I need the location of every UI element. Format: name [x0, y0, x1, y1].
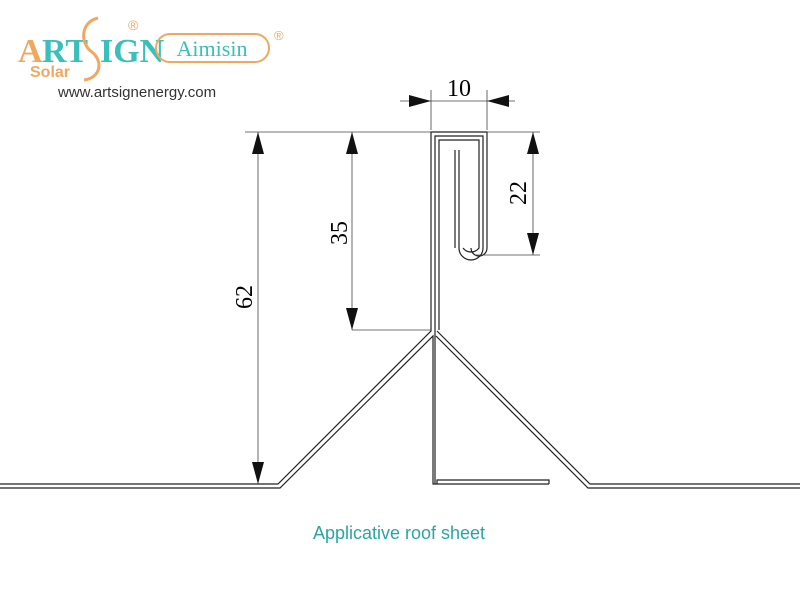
- sheet-profile: [0, 131, 800, 489]
- artsign-logo: A RT IGN Solar ®: [18, 16, 165, 82]
- website-url: www.artsignenergy.com: [57, 84, 216, 101]
- svg-text:A: A: [18, 33, 43, 70]
- dimension-rib-upper: 35: [327, 221, 353, 245]
- svg-text:Aimisin: Aimisin: [177, 36, 248, 61]
- dimension-total-height: 62: [232, 285, 258, 309]
- caption: Applicative roof sheet: [313, 523, 485, 543]
- svg-text:IGN: IGN: [100, 33, 165, 70]
- svg-text:®: ®: [274, 28, 284, 43]
- dimension-lines: [245, 90, 540, 484]
- logo-solar: Solar: [30, 64, 70, 81]
- aimisin-logo: Aimisin ®: [155, 28, 284, 63]
- dimension-width-top: 10: [447, 76, 471, 102]
- dimension-arrows: [252, 95, 539, 484]
- dimension-hook-depth: 22: [506, 181, 532, 205]
- svg-text:RT: RT: [42, 33, 88, 70]
- svg-text:®: ®: [128, 17, 139, 33]
